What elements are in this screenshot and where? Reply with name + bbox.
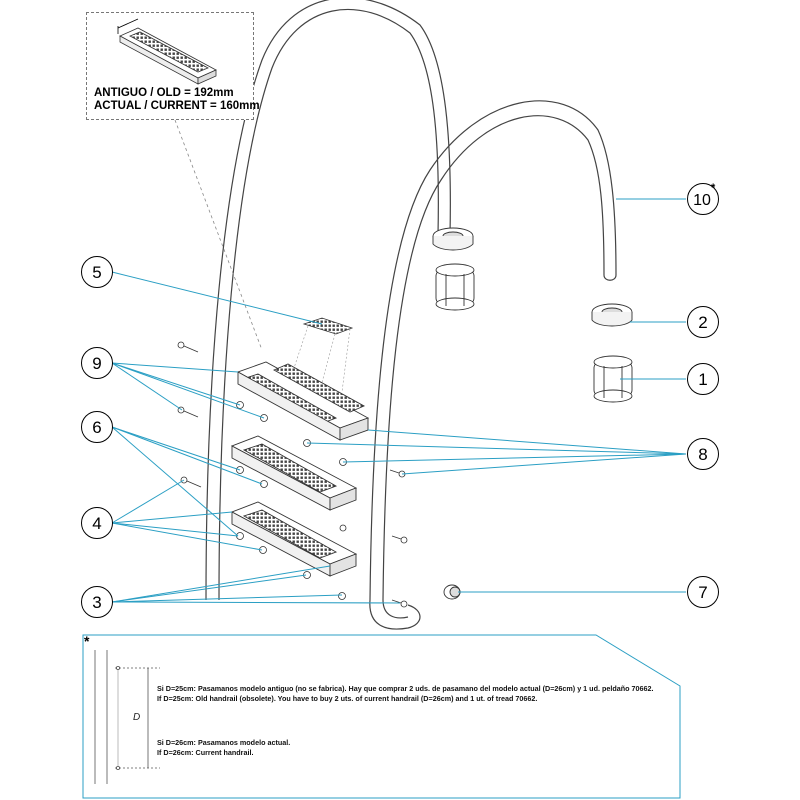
callout-4: 4 <box>81 507 113 539</box>
svg-text:2: 2 <box>698 313 707 332</box>
inset-old-label: ANTIGUO / OLD = 192mm <box>94 87 234 99</box>
callout-10: 10 * <box>687 182 719 215</box>
antislip-pad <box>302 317 354 335</box>
tread-bottom <box>230 501 358 577</box>
inset-labels: ANTIGUO / OLD = 192mm ACTUAL / CURRENT =… <box>94 87 260 113</box>
leader-lines <box>111 198 687 604</box>
callout-7: 7 <box>687 576 719 608</box>
tread-middle <box>230 435 358 511</box>
anchor-upper <box>435 263 475 311</box>
svg-text:7: 7 <box>698 583 707 602</box>
end-cap-7 <box>443 584 461 600</box>
callout-3: 3 <box>81 586 113 618</box>
escutcheon-upper <box>432 227 474 251</box>
note-line1-es: Si D=25cm: Pasamanos modelo antiguo (no … <box>157 684 654 693</box>
svg-text:4: 4 <box>92 514 101 533</box>
anchor-1 <box>593 355 633 403</box>
inset-dashed-leader <box>174 119 263 351</box>
svg-text:5: 5 <box>92 263 101 282</box>
callout-5: 5 <box>81 256 113 288</box>
svg-text:9: 9 <box>92 354 101 373</box>
callout-9: 9 <box>81 347 113 379</box>
escutcheon-2 <box>591 303 633 327</box>
handrail-right <box>369 100 617 601</box>
handrail-bottom-loop <box>369 599 421 630</box>
handrail-left <box>205 0 451 601</box>
callout-2: 2 <box>687 306 719 338</box>
callout-6: 6 <box>81 411 113 443</box>
callout-8: 8 <box>687 438 719 470</box>
svg-text:8: 8 <box>698 445 707 464</box>
svg-text:10: 10 <box>693 192 711 209</box>
callout-10-asterisk: * <box>711 182 716 194</box>
note-box-outline <box>82 634 681 799</box>
svg-text:1: 1 <box>698 370 707 389</box>
note-line2-en: If D=26cm: Current handrail. <box>157 748 254 757</box>
callout-1: 1 <box>687 363 719 395</box>
note-line1-en: If D=25cm: Old handrail (obsolete). You … <box>157 694 538 703</box>
svg-text:3: 3 <box>92 593 101 612</box>
inset-current-label: ACTUAL / CURRENT = 160mm <box>94 100 260 112</box>
dimension-d-label: D <box>133 712 141 723</box>
note-asterisk: * <box>84 633 90 649</box>
svg-text:6: 6 <box>92 418 101 437</box>
note-line2-es: Si D=26cm: Pasamanos modelo actual. <box>157 738 291 747</box>
washers <box>236 401 347 600</box>
inset-tread-sketch <box>117 18 217 85</box>
screws <box>177 341 408 608</box>
tread-top <box>236 361 370 441</box>
note-dimension-drawing <box>94 650 160 784</box>
